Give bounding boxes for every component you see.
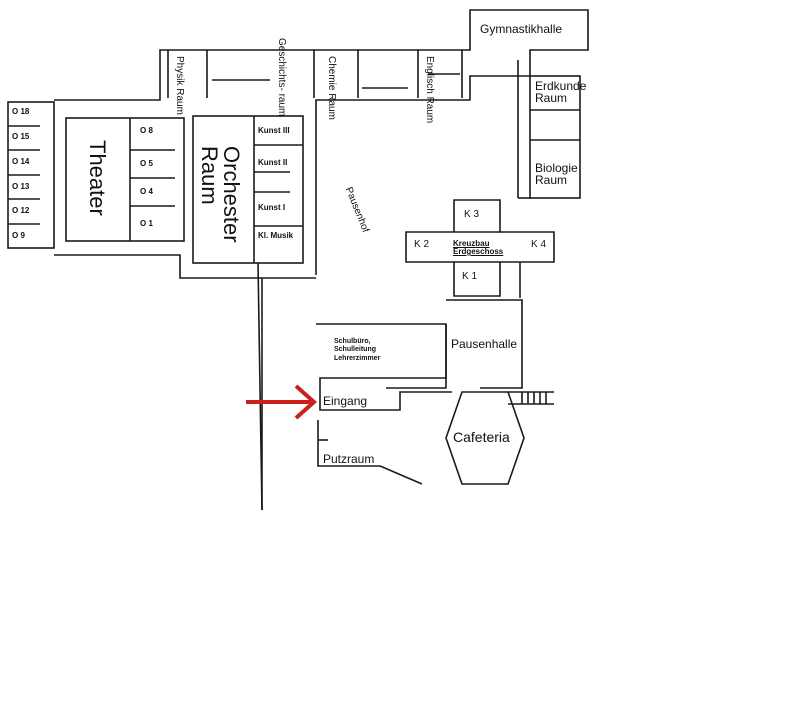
room-biology: Biologie Raum [535, 161, 578, 187]
room-o13: O 13 [12, 182, 30, 191]
entrance-arrow [246, 384, 318, 420]
room-o9: O 9 [12, 231, 25, 240]
room-o5: O 5 [140, 159, 153, 168]
room-o1: O 1 [140, 219, 153, 228]
room-o18: O 18 [12, 107, 30, 116]
room-kreuzbau: Kreuzbau Erdgeschoss [453, 239, 504, 256]
orchestra-block [192, 115, 304, 264]
room-o14: O 14 [12, 157, 30, 166]
room-cleaning: Putzraum [323, 452, 375, 466]
room-physics: Physik Raum [174, 56, 185, 115]
room-k4: K 4 [531, 239, 547, 250]
room-gym: Gymnastikhalle [480, 22, 563, 36]
room-k3: K 3 [464, 209, 480, 220]
room-o15: O 15 [12, 132, 30, 141]
room-kunst1: Kunst I [258, 203, 286, 212]
room-orchestra: Orchester Raum [197, 146, 244, 243]
room-k2: K 2 [414, 239, 430, 250]
room-geography: Erdkunde Raum [535, 79, 587, 105]
room-o8: O 8 [140, 126, 153, 135]
theater-block [65, 117, 185, 242]
room-theater: Theater [85, 140, 110, 216]
room-cafeteria: Cafeteria [453, 429, 510, 445]
room-kl-musik: Kl. Musik [258, 231, 294, 240]
room-k1: K 1 [462, 271, 478, 282]
room-office: Schulbüro, Schulleitung Lehrerzimmer [334, 338, 381, 362]
room-entrance: Eingang [323, 394, 368, 408]
room-hall: Pausenhalle [451, 337, 518, 351]
room-kunst2: Kunst II [258, 158, 288, 167]
room-chemistry: Chemie Raum [326, 56, 337, 120]
room-english: Englisch Raum [424, 56, 435, 124]
science-block [529, 75, 581, 199]
room-kunst3: Kunst III [258, 126, 290, 135]
room-o12: O 12 [12, 206, 30, 215]
room-history: Geschichts- raum [276, 38, 287, 117]
room-o4: O 4 [140, 187, 153, 196]
